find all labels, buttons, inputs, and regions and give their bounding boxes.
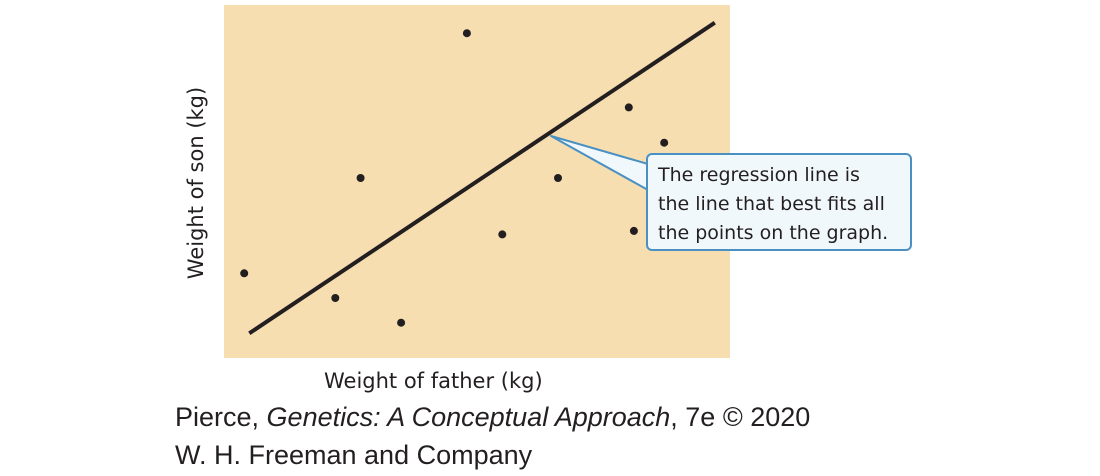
y-axis-label: Weight of son (kg) [184,86,208,280]
data-point-5 [462,29,471,38]
credit-line-2: W. H. Freeman and Company [175,440,533,470]
regression-callout: The regression line is the line that bes… [646,153,912,251]
data-point-4 [397,318,406,327]
data-points [240,29,669,327]
credit-line-1: Pierce, Genetics: A Conceptual Approach,… [175,402,810,433]
callout-line-3: the points on the graph. [658,222,889,244]
data-point-2 [331,294,340,302]
regression-line [248,21,716,335]
data-point-9 [629,226,638,235]
data-point-7 [554,174,562,182]
data-point-3 [356,174,365,182]
data-point-6 [498,230,507,239]
credit-book-title: Genetics: A Conceptual Approach [266,402,671,432]
callout-line-2: the line that best fits all [658,193,885,215]
credit-author: Pierce, [175,402,267,432]
data-point-10 [660,138,669,147]
data-point-8 [624,103,633,112]
callout-line-1: The regression line is [658,164,860,186]
credit-edition: , 7e © 2020 [670,402,811,432]
x-axis-label: Weight of father (kg) [324,369,543,393]
data-point-1 [240,269,249,278]
